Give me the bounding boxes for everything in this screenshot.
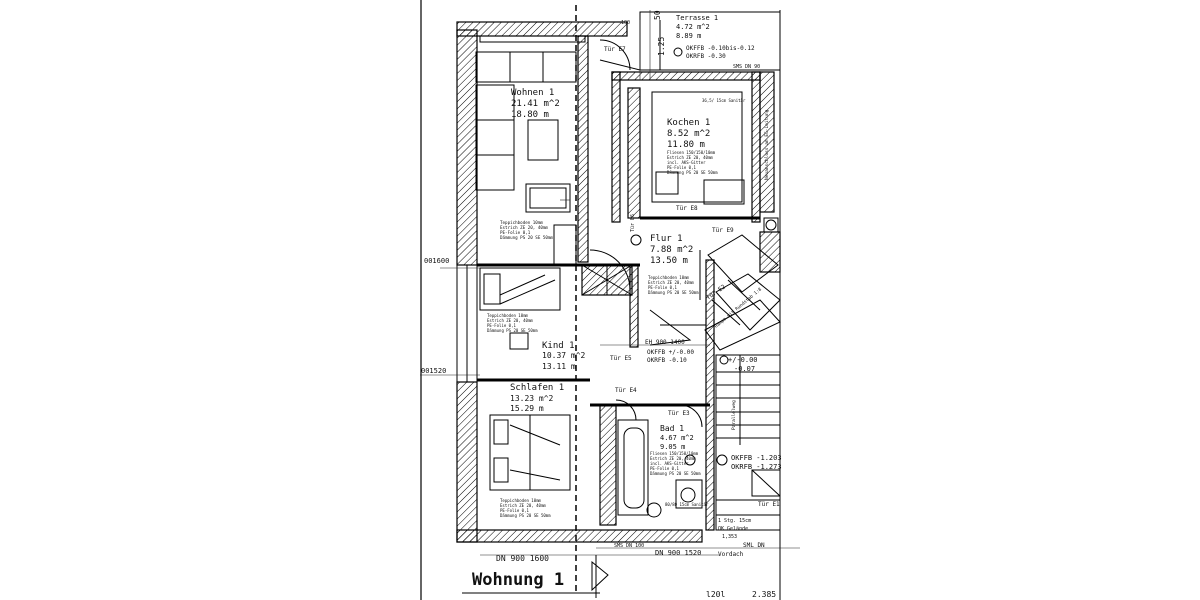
position-label: l20l [706,590,725,599]
ok-gelaende-label: OK Gelände [718,526,748,532]
room-area-wohnen: 21.41 m^2 [511,99,560,109]
door-label-e9: Tür E9 [712,227,734,234]
eh-mark: EH 900 1400 [645,339,685,346]
floor-spec-bad-1: Estrich ZE 20, 40mm [650,456,696,461]
room-area-terrasse: 4.72 m^2 [676,23,710,31]
exterior-wall-top [456,21,628,37]
level-flur-0: OKFFB +/-0.00 [647,349,694,356]
floor-spec-kochen-3: PE-Folie 0,1 [667,165,696,170]
floor-spec-schlafen-2: PE-Folie 0,1 [500,508,529,513]
room-area-kind: 10.37 m^2 [542,351,586,360]
level-terrasse-0: OKFFB -0.10bis-0.12 [686,45,755,52]
door-label-e3: Tür E3 [668,410,690,417]
top-mark-50: 50 [653,10,662,20]
room-area-schlafen: 13.23 m^2 [510,394,554,403]
floor-spec-wohnen-3: Dämmung PS 20 SE 50mm [500,235,553,240]
sms-bottom: SMS DN 100 [614,543,644,549]
dn-bottom-left: DN 900 1600 [496,554,549,563]
level-stair-1: -0.07 [734,365,755,373]
room-name-kochen: Kochen 1 [667,118,710,128]
floor-spec-flur-0: Teppichboden 10mm [648,275,690,280]
dn-bottom-mid: DN 900 1520 [655,549,701,557]
room-perimeter-flur: 13.50 m [650,256,688,266]
exterior-wall-bottom [456,529,703,543]
plan-title: Wohnung 1 [472,570,564,590]
floor-spec-kochen-2: incl. AKS-Gitter [667,160,706,165]
floor-spec-schlafen-3: Dämmung PS 20 SE 50mm [500,513,551,518]
ok-gelaende-value: 1,353 [722,534,737,540]
room-perimeter-schlafen: 15.29 m [510,404,544,413]
vordach-label: Vordach [718,551,744,558]
kitchen-note: 36,5/ 15cm Sanitär [702,98,746,103]
floor-spec-schlafen-0: Teppichboden 10mm [500,498,542,503]
room-perimeter-wohnen: 18.80 m [511,110,549,120]
floor-spec-kind-2: PE-Folie 0,1 [487,323,516,328]
floor-spec-bad-2: incl. AKS-Gitter [650,461,689,466]
level-entry-0: OKFFB -1.203 [731,454,782,462]
sms-right: SML DN [743,542,765,549]
room-name-terrasse: Terrasse 1 [676,14,718,22]
room-name-kind: Kind 1 [542,341,575,351]
floor-spec-bad-3: PE-Folie 0,1 [650,466,679,471]
side-mark-1520: 001520 [421,367,446,375]
title-arrow-icon [591,560,609,592]
floor-spec-kind-3: Dämmung PS 20 SE 50mm [487,328,538,333]
floor-spec-kind-0: Teppichboden 10mm [487,313,529,318]
side-mark-1600: 001600 [424,257,449,265]
room-area-bad: 4.67 m^2 [660,434,694,442]
floor-spec-kochen-4: Dämmung PS 20 SE 50mm [667,170,718,175]
floor-spec-wohnen-1: Estrich ZE 20, 40mm [500,225,548,230]
room-area-flur: 7.88 m^2 [650,245,693,255]
floor-spec-bad-0: Fliesen 150/150/10mm [650,451,699,456]
door-label-e1: Tür E1 [758,501,780,508]
floor-spec-wohnen-0: Teppichboden 10mm [500,220,543,225]
exterior-wall-left-upper [456,29,478,266]
side-mark-125: 1.25 [657,37,666,56]
door-label-e6: Tür E6 [630,214,636,232]
floor-spec-kind-1: Estrich ZE 20, 40mm [487,318,533,323]
floor-spec-wohnen-2: PE-Folie 0,1 [500,230,531,235]
level-stair-0: +/-0.00 [728,356,758,364]
room-name-bad: Bad 1 [660,424,684,433]
room-perimeter-terrasse: 8.89 m [676,32,701,40]
room-name-wohnen: Wohnen 1 [511,88,554,98]
door-label-e7: Tür E7 [604,46,626,53]
top-mark-100: 100 [621,20,630,26]
floor-spec-schlafen-1: Estrich ZE 20, 40mm [500,503,546,508]
room-perimeter-kind: 13.11 m [542,362,576,371]
floor-spec-bad-4: Dämmung PS 20 SE 50mm [650,471,701,476]
level-flur-1: OKRFB -0.10 [647,357,687,364]
sms-top: SMS DN 90 [733,64,760,70]
door-label-e5: Tür E5 [610,355,632,362]
room-area-kochen: 8.52 m^2 [667,129,710,139]
floor-spec-flur-2: PE-Folie 0,1 [648,285,677,290]
room-perimeter-bad: 9.05 m [660,443,685,451]
room-name-flur: Flur 1 [650,234,683,244]
right-note: Neuanschluss an EG-Leitung [764,109,770,180]
level-terrasse-1: OKRFB -0.30 [686,53,726,60]
room-perimeter-kochen: 11.80 m [667,140,705,150]
floor-spec-kochen-1: Estrich ZE 20, 40mm [667,155,713,160]
level-entry-1: OKRFB -1.273 [731,463,782,471]
floor-spec-flur-1: Estrich ZE 20, 40mm [648,280,694,285]
floor-spec-flur-3: Dämmung PS 20 SE 50mm [648,290,699,295]
floor-spec-kochen-0: Fliesen 150/150/10mm [667,150,716,155]
room-name-schlafen: Schlafen 1 [510,383,564,393]
page-number: 2.385 [752,590,776,599]
step-label: 1 Stg. 15cm [718,518,751,524]
door-label-e4: Tür E4 [615,387,637,394]
exterior-wall-left-lower [456,381,478,543]
door-label-e8: Tür E8 [676,205,698,212]
bad-note: 80/80 15cm Sanitär [665,502,709,507]
parallel-label: Parallelweg [731,400,737,430]
